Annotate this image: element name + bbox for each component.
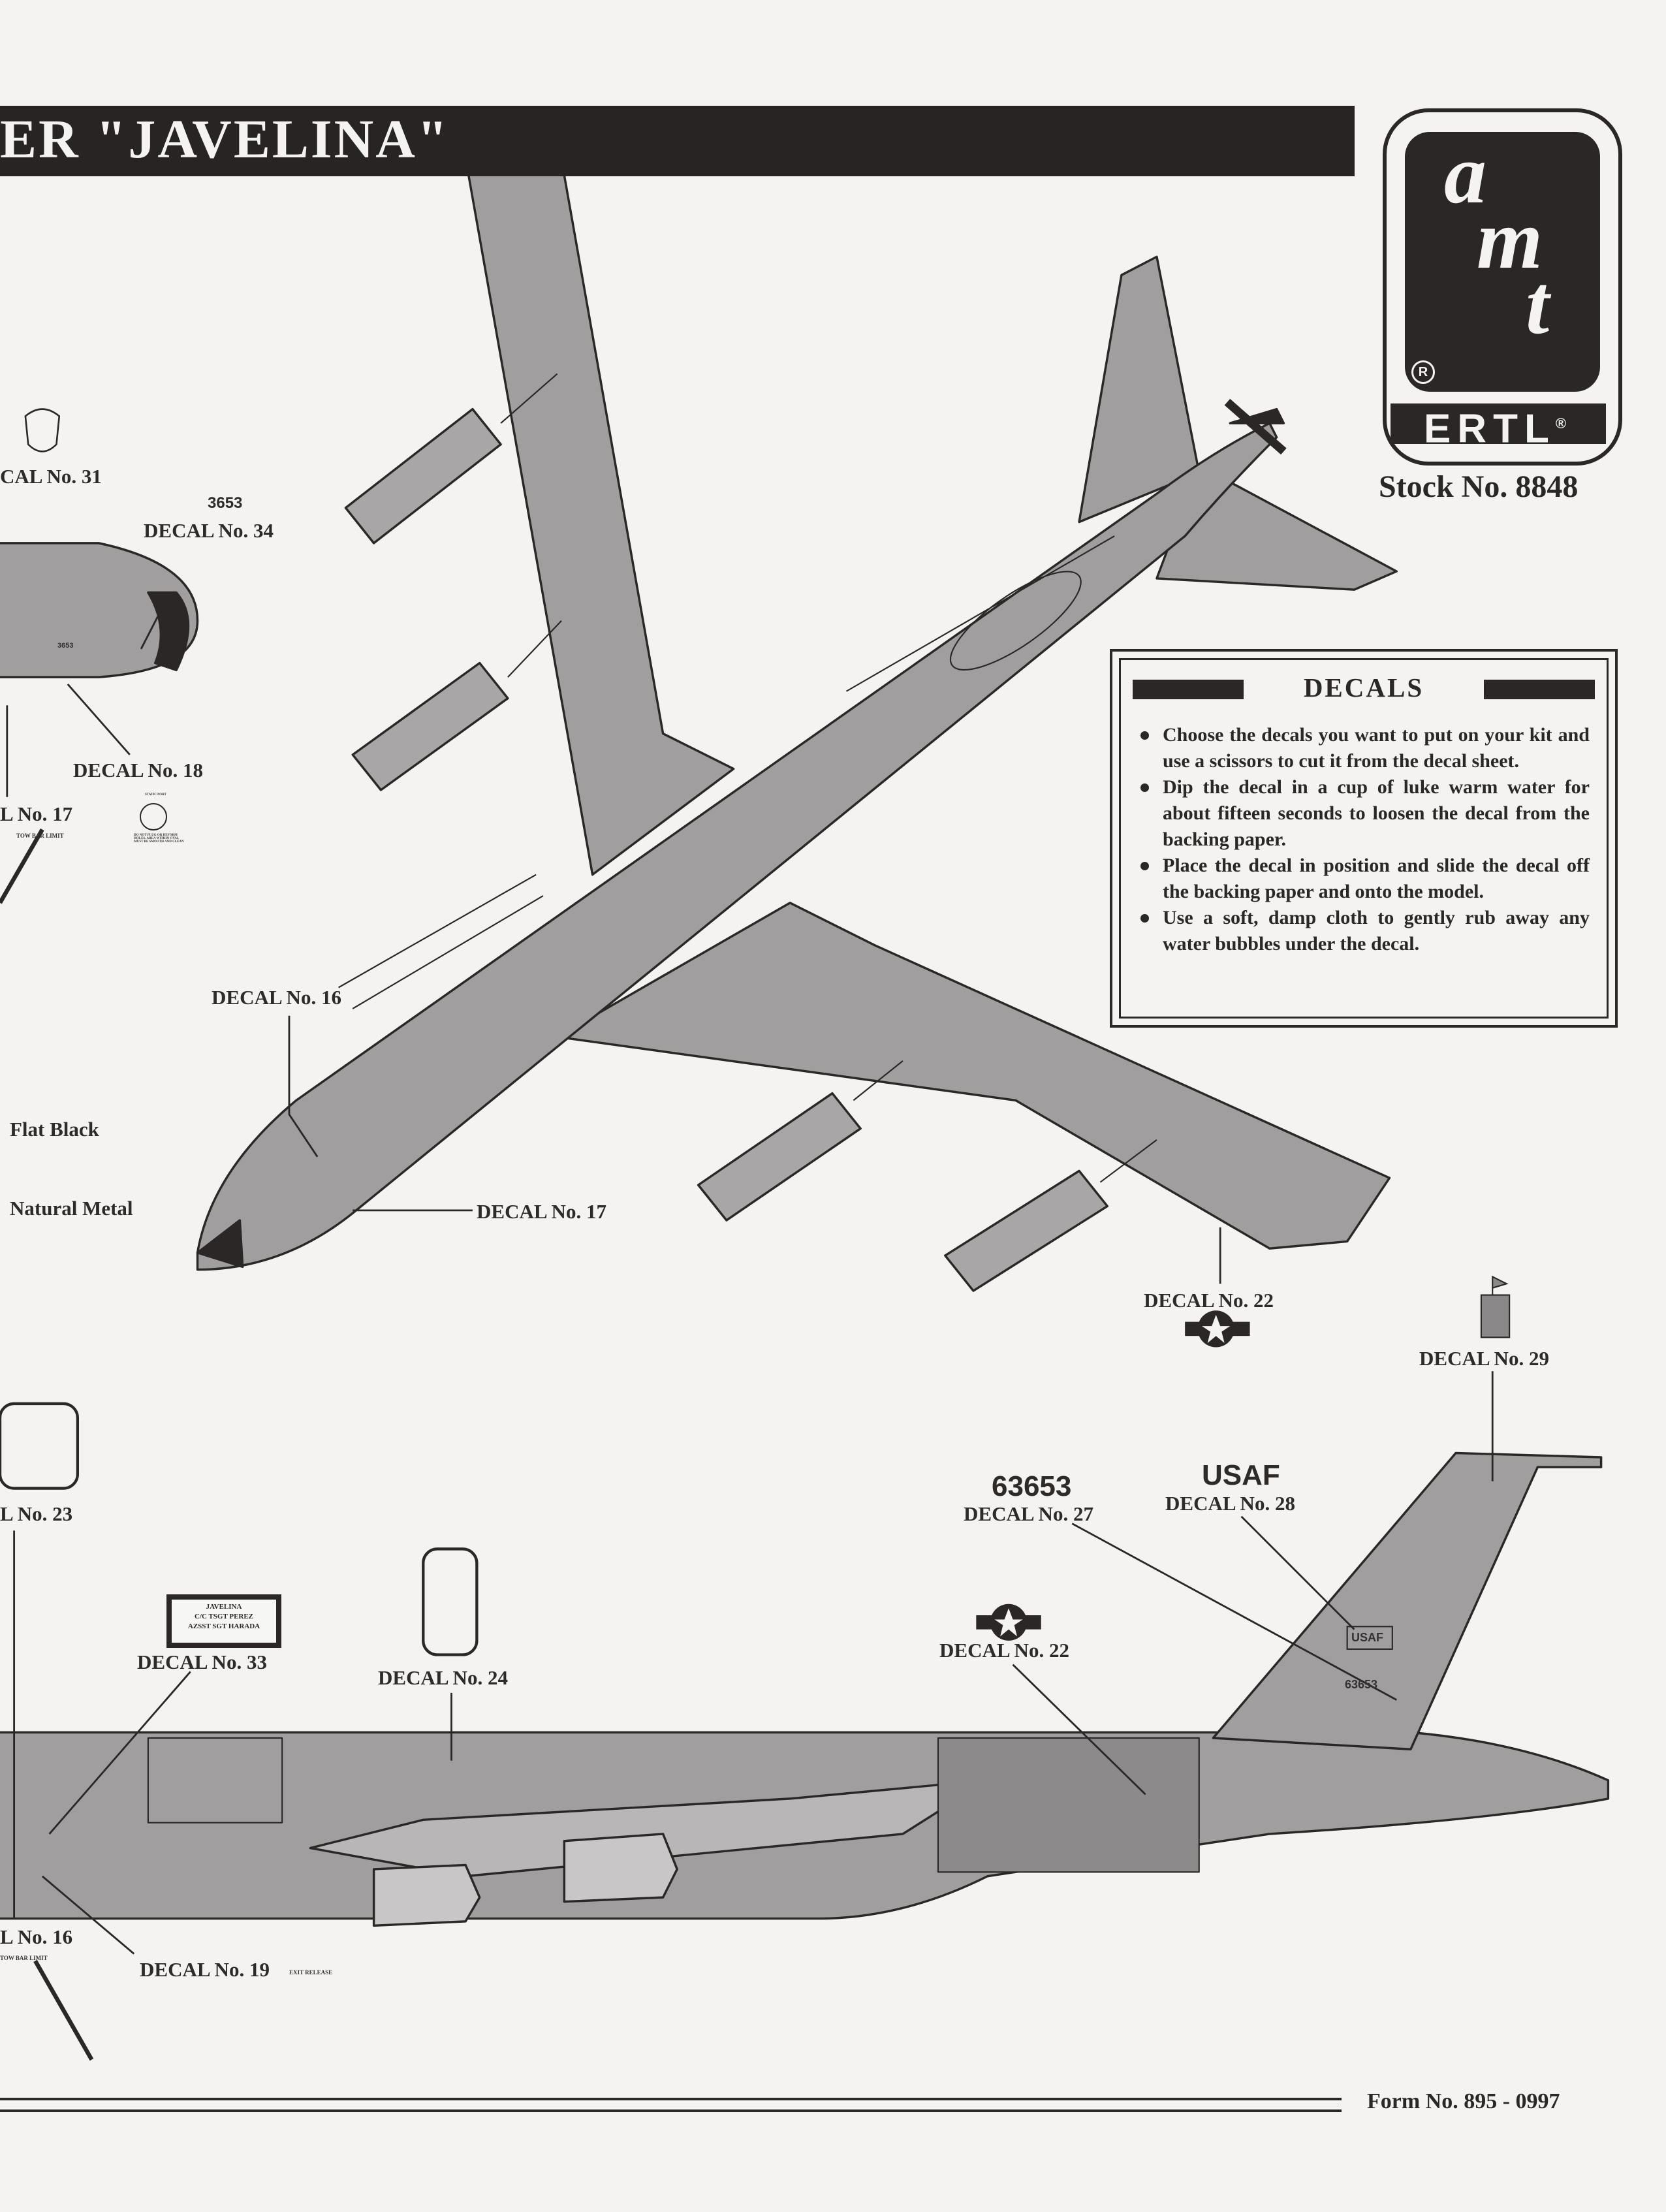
page-title: ER "JAVELINA" xyxy=(0,109,450,170)
decal-16-side-label: L No. 16 xyxy=(0,1925,73,1948)
registered-mark: R xyxy=(1411,360,1435,384)
logo-letter-t: t xyxy=(1526,258,1550,352)
tow-bar-limit-text: TOW BAR LIMIT xyxy=(16,832,64,839)
decal-23-label: L No. 23 xyxy=(0,1502,73,1525)
decal-17-left-label: L No. 17 xyxy=(0,802,73,825)
logo-border xyxy=(1383,108,1622,466)
instruction-steps: Choose the decals you want to put on you… xyxy=(1137,722,1590,957)
side-view-tail-fin xyxy=(1212,1451,1603,1751)
decal-17-top-label: DECAL No. 17 xyxy=(477,1200,606,1223)
stock-number: Stock No. 8848 xyxy=(1379,469,1579,504)
flat-black-legend: Flat Black xyxy=(10,1118,99,1141)
top-view-stabilizer-upper xyxy=(1078,255,1201,524)
decal-33-label: DECAL No. 33 xyxy=(137,1651,267,1673)
amt-ertl-logo: a m t R ERTL® xyxy=(1383,108,1622,466)
decal-34-number: 3653 xyxy=(208,494,243,512)
engine-3 xyxy=(697,1092,862,1222)
decal-16-top-label: DECAL No. 16 xyxy=(212,986,341,1009)
instruction-step: Use a soft, damp cloth to gently rub awa… xyxy=(1137,905,1590,957)
decal-31-label: CAL No. 31 xyxy=(0,465,102,488)
decal-28-label: DECAL No. 28 xyxy=(1165,1492,1295,1515)
bottom-rule xyxy=(0,2098,1342,2112)
exit-release-text: EXIT RELEASE xyxy=(289,1969,333,1976)
decal-34-label: DECAL No. 34 xyxy=(144,519,274,542)
plate-line: C/C TSGT PEREZ xyxy=(194,1613,254,1620)
static-port-text: STATIC PORT xyxy=(145,793,166,797)
plate-line: AZSST SGT HARADA xyxy=(187,1622,260,1630)
decal-18-label: DECAL No. 18 xyxy=(73,759,203,782)
decal-22-top-label: DECAL No. 22 xyxy=(1144,1289,1274,1312)
heading-bar-right xyxy=(1484,680,1595,699)
side-view-engine-1 xyxy=(372,1863,481,1927)
decal-27-label: DECAL No. 27 xyxy=(964,1502,1093,1525)
instruction-step: Choose the decals you want to put on you… xyxy=(1137,722,1590,774)
side-view-engine-2 xyxy=(563,1833,678,1903)
logo-letter-a: a xyxy=(1444,127,1486,221)
decal-24-label: DECAL No. 24 xyxy=(378,1666,508,1689)
title-bar xyxy=(0,106,1355,176)
top-view-fuselage xyxy=(196,422,1278,1271)
star-insignia-top xyxy=(1185,1310,1250,1348)
decal-19-label: DECAL No. 19 xyxy=(140,1958,270,1981)
form-number: Form No. 895 - 0997 xyxy=(1367,2089,1560,2113)
natural-metal-legend: Natural Metal xyxy=(10,1197,133,1220)
engine-2 xyxy=(351,661,509,791)
decal-33-crew-plate: JAVELINA C/C TSGT PEREZ AZSST SGT HARADA xyxy=(166,1594,281,1648)
side-view-nose xyxy=(0,542,199,678)
tail-serial-marking: 63653 xyxy=(1345,1678,1378,1691)
unit-emblem-icon xyxy=(1480,1275,1511,1338)
command-crest-icon xyxy=(24,408,61,452)
logo-letter-m: m xyxy=(1477,193,1543,287)
decal-29-label: DECAL No. 29 xyxy=(1419,1347,1549,1370)
engine-4 xyxy=(944,1169,1109,1292)
decal-27-serial: 63653 xyxy=(992,1470,1072,1502)
top-view-upper-wing xyxy=(464,131,735,876)
instruction-step: Place the decal in position and slide th… xyxy=(1137,853,1590,905)
nose-number: 3653 xyxy=(57,642,74,650)
decal-28-usaf: USAF xyxy=(1202,1459,1280,1491)
instruction-step: Dip the decal in a cup of luke warm wate… xyxy=(1137,774,1590,853)
tow-bar-limit-text: TOW BAR LIMIT xyxy=(0,1955,48,1961)
plate-line: JAVELINA xyxy=(206,1603,242,1611)
static-port-note: DO NOT PLUG OR DEFORM HOLES. AREA WITHIN… xyxy=(134,834,184,844)
decal-instructions-box: DECALS Choose the decals you want to put… xyxy=(1110,649,1618,1028)
tail-usaf-marking: USAF xyxy=(1351,1631,1383,1644)
logo-panel: a m t R xyxy=(1405,127,1600,392)
ertl-brand: ERTL® xyxy=(1391,403,1606,449)
static-port-decal xyxy=(140,803,167,830)
engine-1 xyxy=(344,407,502,545)
star-insignia-side xyxy=(976,1604,1041,1641)
top-view-lower-wing xyxy=(556,902,1391,1250)
heading-bar-left xyxy=(1133,680,1244,699)
ertl-text: ERTL xyxy=(1423,406,1556,452)
ertl-registered: ® xyxy=(1555,415,1573,432)
decals-heading: DECALS xyxy=(1303,672,1424,703)
decal-22-side-label: DECAL No. 22 xyxy=(939,1639,1069,1662)
